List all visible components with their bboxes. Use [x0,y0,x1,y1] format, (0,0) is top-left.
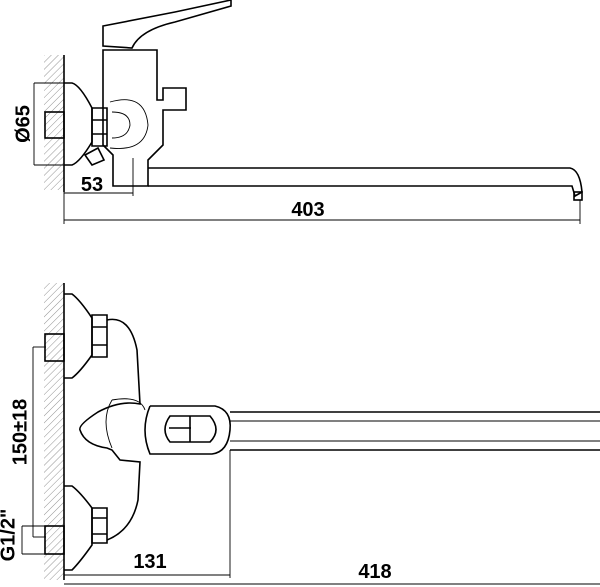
upper-inlet-pipe [44,333,65,362]
wall-hatch [44,55,64,190]
spout-inner [230,420,600,442]
lower-flange [64,485,93,571]
diameter-dimension: Ø65 [12,82,64,166]
diverter [83,146,106,166]
wall-hatch [44,283,64,580]
upper-nut [91,314,108,358]
spout-tip [573,191,583,201]
escutcheon [144,405,232,455]
body-inner [105,398,146,449]
body [79,318,141,541]
spacing-dimension: 150±18 [9,346,46,538]
length-dimension: 403 [63,192,581,224]
spout [230,411,600,451]
nut [91,107,108,147]
length-dimension: 418 [64,561,600,585]
offset-dimension: 131 [64,450,231,578]
length-label: 418 [358,561,391,583]
offset-dimension: 53 [64,158,134,196]
thread-label: G1/2" [0,509,19,562]
spacing-label: 150±18 [9,399,31,466]
lever [102,0,232,49]
union-arc [109,99,149,149]
lever-oval [164,415,217,443]
spout [148,167,583,198]
lower-nut [91,507,108,544]
offset-label: 131 [133,551,166,573]
side-view: Ø65 53 403 [12,0,583,224]
inlet-pipe [44,111,65,139]
lower-inlet-pipe [44,525,65,555]
thread-dimension: G1/2" [0,509,45,562]
length-label: 403 [291,199,324,221]
offset-label: 53 [81,174,103,196]
front-view: 150±18 G1/2" 131 418 [0,283,600,585]
diameter-label: Ø65 [12,105,34,143]
body [102,49,187,187]
upper-flange [64,293,93,379]
